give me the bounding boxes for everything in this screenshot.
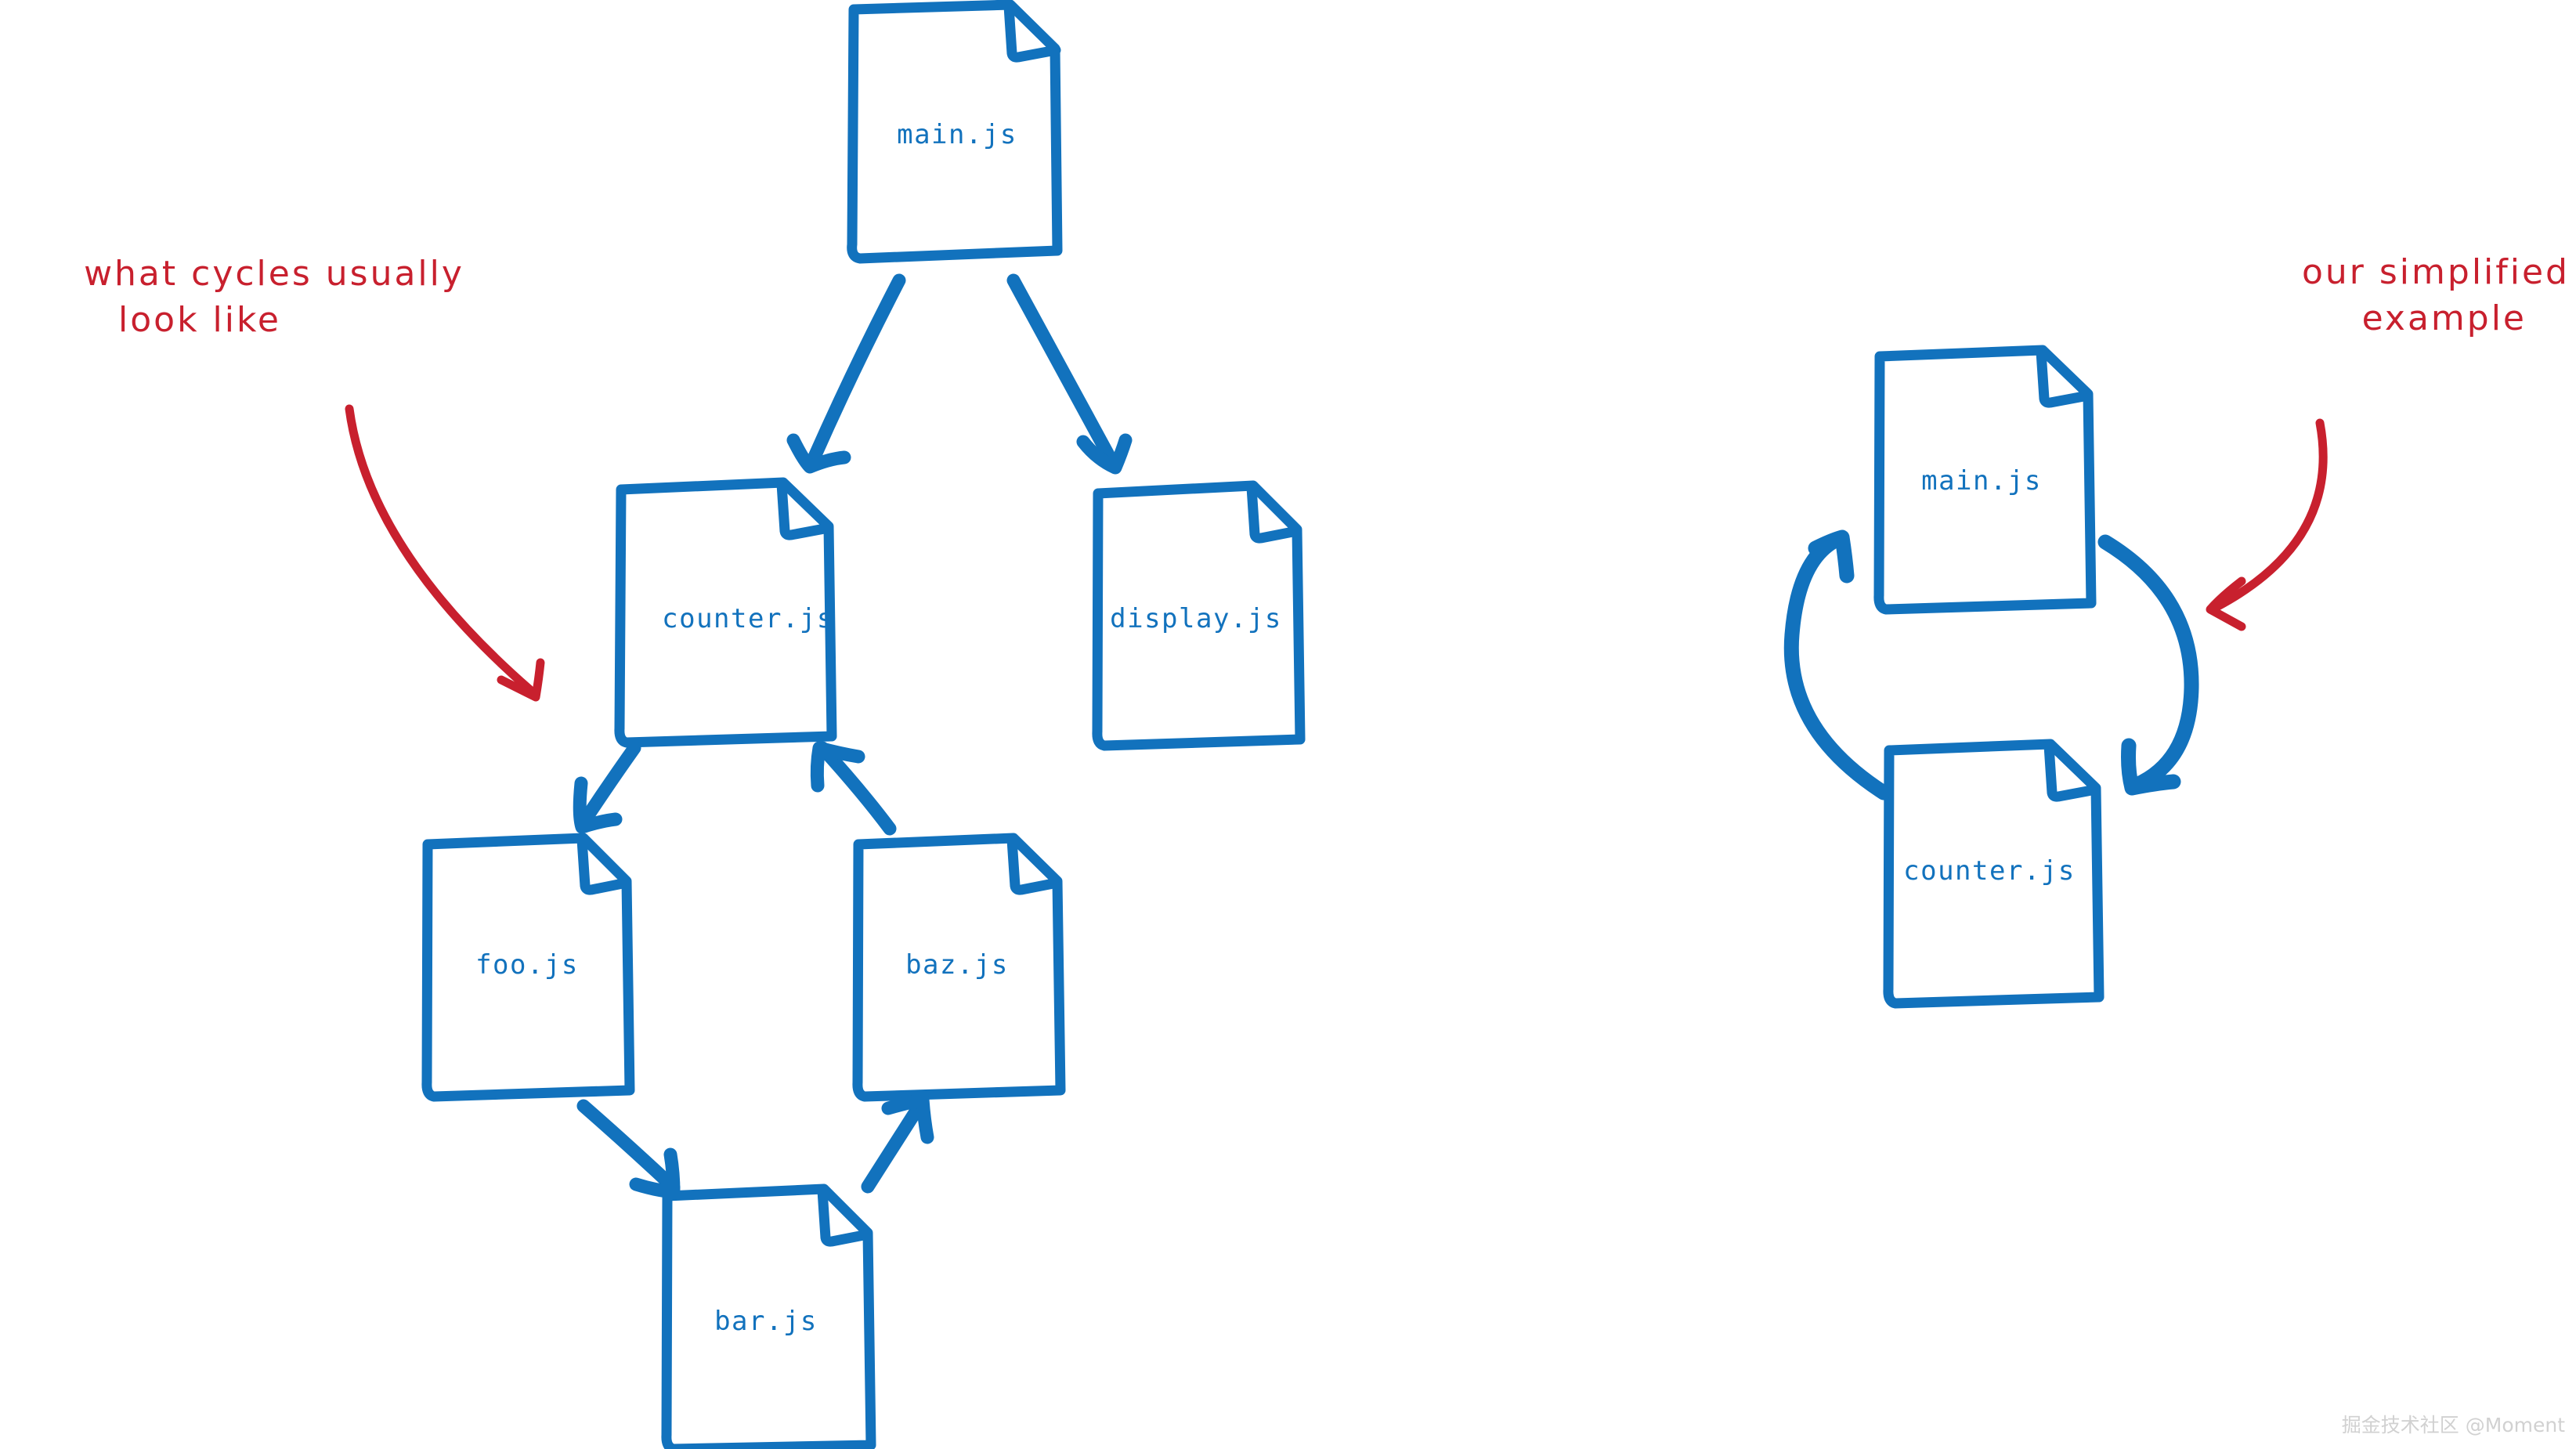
arrow-line (2212, 418, 2328, 612)
annotation-left-caption: what cycles usually look like (0, 251, 548, 344)
edge-main-to-counter-right (2097, 534, 2199, 796)
file-outline (852, 833, 1066, 1102)
file-outline (1092, 480, 1306, 751)
file-node-main-js-right[interactable] (1873, 345, 2097, 615)
file-node-counter-js-left[interactable] (614, 477, 837, 748)
annotation-right-caption: our simplified example (2068, 249, 2570, 342)
annotation-left-line-2: look like (118, 300, 281, 341)
edge-bar-to-baz (861, 1093, 934, 1194)
edge-line (861, 1097, 927, 1194)
file-fold-corner-icon (1246, 482, 1302, 544)
file-fold-corner-icon (2036, 346, 2094, 408)
arrowhead-icon (786, 433, 851, 474)
arrowhead-icon (1076, 433, 1133, 475)
edge-line (576, 1099, 681, 1194)
watermark: 掘金技术社区 @Moment (2341, 1414, 2565, 1436)
file-fold-corner-icon (776, 479, 834, 540)
arrowhead-icon (497, 658, 545, 702)
arrow-line (345, 404, 534, 694)
annotation-arrow-right (2206, 418, 2328, 631)
annotation-right-line-2: example (2361, 298, 2527, 339)
arrowhead-icon (2206, 576, 2246, 631)
annotation-right-line-1: our simplified (2302, 252, 2570, 292)
file-node-counter-js-right[interactable] (1883, 739, 2105, 1009)
file-node-bar-js-left[interactable] (661, 1183, 876, 1449)
edge-baz-to-counter (810, 741, 897, 836)
edge-line (576, 741, 641, 829)
edge-line (1006, 273, 1118, 466)
arrowhead-icon (629, 1147, 681, 1199)
edge-line (807, 273, 906, 464)
arrowhead-icon (2121, 738, 2181, 796)
edge-foo-to-bar (576, 1099, 681, 1199)
file-outline (614, 477, 837, 748)
edge-main-to-display (1006, 273, 1133, 475)
file-node-display-js-left[interactable] (1092, 480, 1306, 751)
file-node-foo-js-left[interactable] (421, 833, 635, 1102)
edge-counter-to-main-right (1783, 529, 1891, 800)
file-outline (421, 833, 635, 1102)
file-node-main-js-left[interactable] (847, 0, 1063, 264)
file-fold-corner-icon (2043, 740, 2101, 802)
edge-line (2097, 534, 2199, 793)
edge-main-to-counter (786, 273, 906, 474)
file-fold-corner-icon (1003, 1, 1061, 63)
arrowhead-icon (881, 1093, 934, 1144)
arrowhead-icon (1808, 529, 1855, 584)
file-outline (1873, 345, 2097, 615)
file-fold-corner-icon (576, 834, 632, 895)
file-fold-corner-icon (1006, 834, 1063, 895)
edge-counter-to-foo (573, 741, 641, 834)
file-node-baz-js-left[interactable] (852, 833, 1066, 1102)
arrowhead-icon (573, 776, 623, 834)
annotation-arrow-left (345, 404, 545, 702)
annotation-left-line-1: what cycles usually (84, 254, 464, 294)
file-outline (847, 0, 1063, 264)
file-fold-corner-icon (817, 1185, 873, 1247)
edge-line (1783, 531, 1891, 800)
file-outline (1883, 739, 2105, 1009)
file-outline (661, 1183, 876, 1449)
arrowhead-icon (810, 741, 865, 793)
